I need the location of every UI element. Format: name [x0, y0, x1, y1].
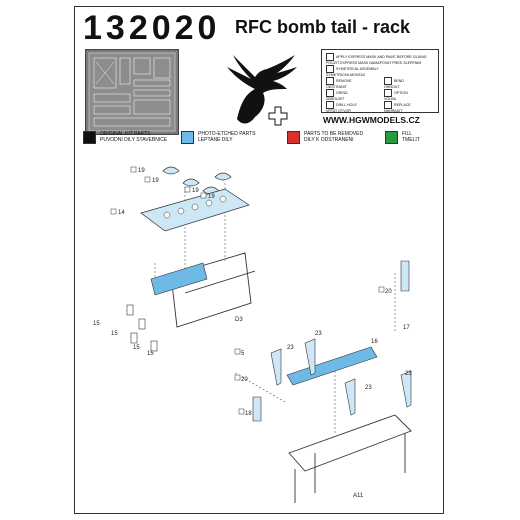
- fret-drawing: [88, 52, 176, 132]
- remove-icon: [326, 77, 334, 85]
- part-19b: 19: [152, 178, 159, 184]
- part-15d: 15: [147, 351, 154, 357]
- symmetry-icon: [326, 65, 334, 73]
- part-16: 16: [371, 339, 378, 345]
- instruction-sheet: 132020 RFC bomb tail - rack APPLY E: [74, 6, 444, 514]
- part-d3: D3: [235, 317, 243, 323]
- part-20a: 20: [385, 289, 392, 295]
- grind-icon: [326, 89, 334, 97]
- part-15a: 15: [93, 321, 100, 327]
- mask-icon: [326, 53, 334, 61]
- swatch-green: [385, 131, 398, 144]
- swatch-black: [83, 131, 96, 144]
- part-15c: 15: [133, 345, 140, 351]
- product-code: 132020: [83, 9, 221, 47]
- part-19c: 19: [192, 188, 199, 194]
- legend-item-mask: APPLY EXPRESS MASK AND PAINT BEFORE GLUI…: [326, 53, 427, 65]
- swatch-blue: [181, 131, 194, 144]
- part-17: 17: [403, 325, 410, 331]
- assembly-diagram: 19 19 19 19 14 D3 15 15 15 15 20 20 17 1…: [93, 166, 412, 503]
- replace-icon: [384, 101, 392, 109]
- website-url: WWW.HGWMODELS.CZ: [323, 115, 420, 125]
- part-20b: 20: [241, 377, 248, 383]
- symbol-legend: APPLY EXPRESS MASK AND PAINT BEFORE GLUI…: [321, 49, 439, 113]
- part-23d: 23: [405, 371, 412, 377]
- part-23b: 23: [287, 345, 294, 351]
- drill-icon: [326, 101, 334, 109]
- part-a11: A11: [353, 493, 364, 499]
- bend-icon: [384, 77, 392, 85]
- swatch-red: [287, 131, 300, 144]
- part-5: 5: [241, 351, 245, 357]
- part-18: 18: [245, 411, 252, 417]
- hgw-eagle-logo: [207, 49, 303, 131]
- part-19a: 19: [138, 168, 145, 174]
- option-icon: [384, 89, 392, 97]
- part-15b: 15: [111, 331, 118, 337]
- part-19d: 19: [208, 194, 215, 200]
- photo-etch-fret-image: [85, 49, 179, 135]
- part-23c: 23: [365, 385, 372, 391]
- part-23a: 23: [315, 331, 322, 337]
- page-title: RFC bomb tail - rack: [235, 17, 411, 37]
- part-14: 14: [118, 210, 125, 216]
